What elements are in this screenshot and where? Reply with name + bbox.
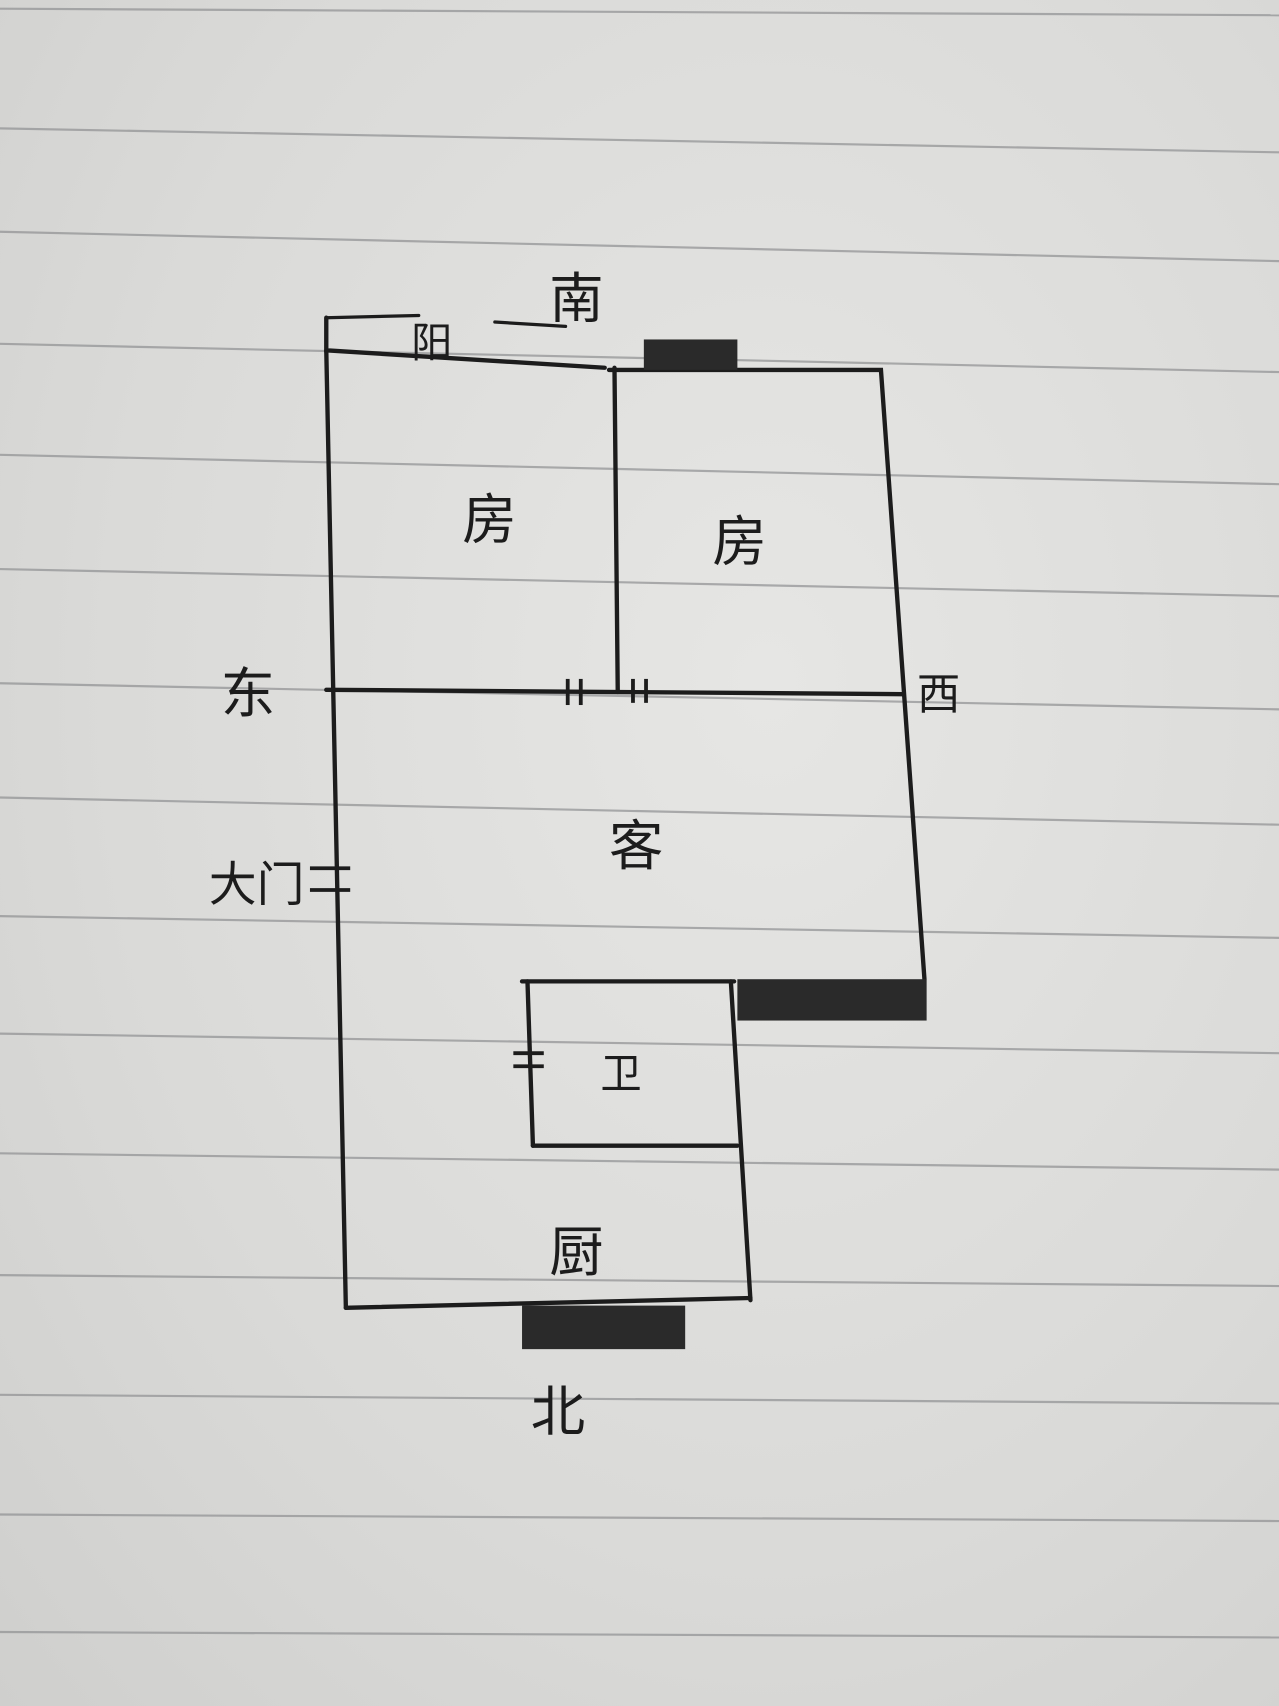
window-south xyxy=(643,339,738,370)
notebook-rules xyxy=(0,7,1279,1639)
label-living-room: 客 xyxy=(609,815,663,878)
walls xyxy=(324,313,927,1310)
windows xyxy=(522,339,927,1350)
label-bedroom-right: 房 xyxy=(712,510,766,573)
label-north: 北 xyxy=(531,1381,585,1444)
label-west: 西 xyxy=(917,670,960,720)
label-bathroom: 卫 xyxy=(600,1050,641,1098)
label-bedroom-left: 房 xyxy=(462,489,516,552)
label-entrance-text: 大门 xyxy=(209,858,305,913)
window-north xyxy=(522,1305,686,1350)
label-balcony: 阳 xyxy=(411,319,452,367)
labels: 南 阳 房 房 东 西 客 大门 卫 厨 北 xyxy=(209,268,961,1444)
door-marks xyxy=(309,678,648,1069)
label-south: 南 xyxy=(549,268,603,331)
label-kitchen: 厨 xyxy=(549,1221,603,1284)
window-west xyxy=(737,979,927,1021)
label-east: 东 xyxy=(221,663,275,726)
